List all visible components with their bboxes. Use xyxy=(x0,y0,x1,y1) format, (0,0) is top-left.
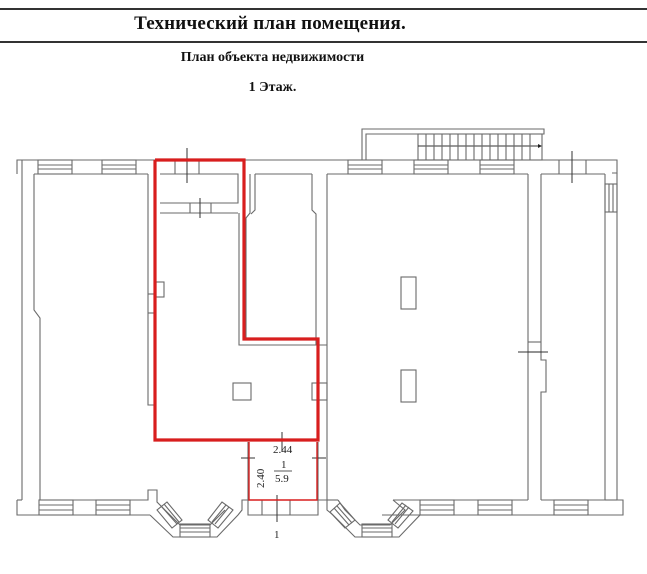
room-1-height-dim: 2.40 xyxy=(255,468,267,488)
floor-label: 1 Этаж. xyxy=(248,80,297,95)
page-title: Технический план помещения. xyxy=(134,13,406,34)
top-windows xyxy=(37,151,587,183)
interior-walls xyxy=(147,148,605,501)
outer-walls xyxy=(16,159,624,516)
bottom-windows xyxy=(38,499,589,516)
bay-window-right xyxy=(318,499,422,538)
bay-window-left xyxy=(149,499,248,538)
highlighted-premises-boundary xyxy=(153,158,320,442)
plan-subtitle: План объекта недвижимости xyxy=(180,50,365,65)
room-1-area: 5.9 xyxy=(275,473,289,485)
room-1-number: 1 xyxy=(281,459,287,471)
staircase xyxy=(361,128,545,161)
entrance-wall xyxy=(247,495,319,522)
header-bottom-rule xyxy=(0,41,647,43)
room-1-width-dim: 2.44 xyxy=(273,444,293,456)
room-1-boundary xyxy=(248,442,318,501)
header-top-rule xyxy=(0,8,647,10)
room-1-walls xyxy=(241,432,326,500)
entrance-label: 1 xyxy=(274,529,280,541)
